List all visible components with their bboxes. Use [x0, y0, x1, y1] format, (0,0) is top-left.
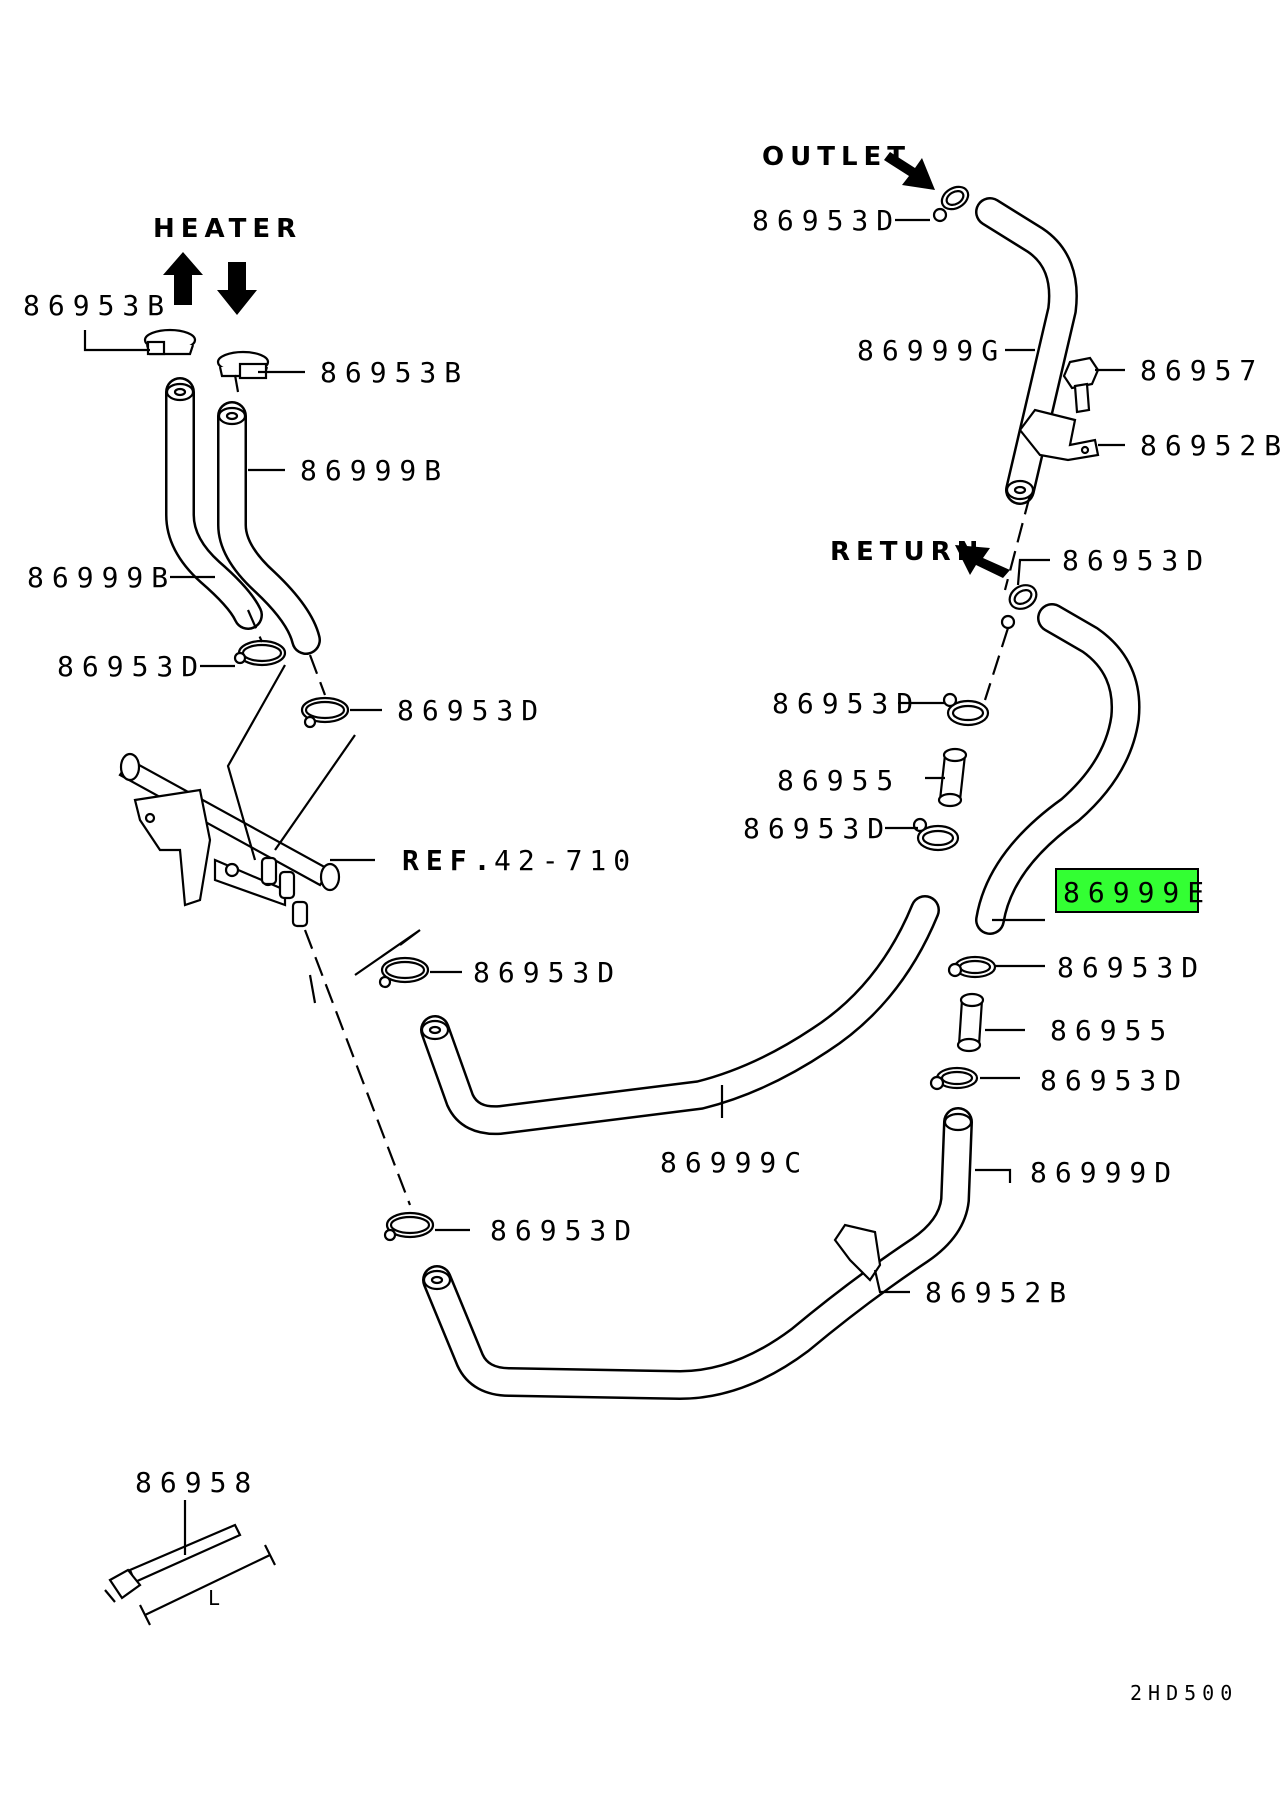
bracket-86952b-bottom[interactable] — [833, 1223, 882, 1282]
clamp-86953d-mid-left[interactable] — [300, 696, 350, 729]
label-86953d-right-upper: 86953D — [1057, 951, 1206, 984]
tie-strap-86958[interactable] — [104, 1523, 276, 1626]
label-86953d-outlet: 86953D — [752, 204, 901, 237]
clamp-86953b-right[interactable] — [216, 350, 270, 393]
label-length: L — [208, 1586, 226, 1610]
heater-label: HEATER — [153, 214, 302, 244]
ref-prefix: REF. — [402, 844, 497, 877]
label-86953d-right-lower: 86953D — [1040, 1064, 1189, 1097]
hose-86999e[interactable] — [975, 603, 1141, 935]
clamp-86953d-outlet[interactable] — [932, 182, 972, 223]
clamp-86953d-left[interactable] — [233, 639, 287, 667]
hose-86999c[interactable] — [420, 895, 940, 1136]
bolt-86957[interactable] — [1062, 356, 1100, 414]
joint-86955-upper[interactable] — [937, 747, 968, 808]
label-86953d-c-hose: 86953D — [473, 956, 622, 989]
label-86952b-bottom: 86952B — [925, 1276, 1074, 1309]
leader-lines — [83, 218, 1125, 1555]
arrow-outlet-icon — [884, 152, 935, 190]
label-86999d: 86999D — [1030, 1156, 1179, 1189]
hose-86999b-right[interactable] — [217, 401, 321, 655]
bracket-86952b-top[interactable] — [1018, 408, 1100, 462]
clamp-86953d-d-hose[interactable] — [383, 1211, 435, 1242]
clamp-86953d-right-lower[interactable] — [929, 1066, 979, 1091]
label-86999b-right: 86999B — [300, 454, 449, 487]
clamp-86953d-return[interactable] — [1000, 580, 1041, 630]
label-86953b-left: 86953B — [23, 289, 172, 322]
hose-86999g[interactable] — [975, 197, 1078, 505]
hose-86999d[interactable] — [422, 1107, 973, 1400]
clamp-86953d-right-upper[interactable] — [947, 955, 997, 979]
label-86957: 86957 — [1140, 354, 1264, 387]
outlet-label: OUTLET — [762, 142, 911, 172]
label-86953d-return: 86953D — [1062, 544, 1211, 577]
diagram-code: 2HD500 — [1130, 1681, 1238, 1705]
label-86953b-right: 86953B — [320, 356, 469, 389]
label-86953d-upper-mid: 86953D — [772, 687, 921, 720]
arrow-down-icon — [217, 262, 257, 315]
label-86952b-top: 86952B — [1140, 429, 1283, 462]
label-86955-upper: 86955 — [777, 764, 901, 797]
clamp-86953d-c-hose[interactable] — [378, 956, 430, 989]
highlight-box — [1055, 868, 1199, 913]
joint-86955-lower[interactable] — [956, 992, 985, 1053]
label-86953d-d-hose: 86953D — [490, 1214, 639, 1247]
hose-86999b-left[interactable] — [165, 377, 263, 630]
label-86958: 86958 — [135, 1466, 259, 1499]
label-86953d-left: 86953D — [57, 650, 206, 683]
ref-number: 42-710 — [494, 844, 637, 877]
clamp-86953d-upper-mid[interactable] — [942, 692, 990, 727]
label-86953d-mid-left: 86953D — [397, 694, 546, 727]
return-label: RETURN — [830, 537, 984, 567]
label-86999b-left: 86999B — [27, 561, 176, 594]
label-86999c: 86999C — [660, 1146, 809, 1179]
label-86953d-lower-mid: 86953D — [743, 812, 892, 845]
arrow-return-icon — [955, 545, 1010, 578]
clamp-86953d-lower-mid[interactable] — [912, 817, 960, 852]
connection-lines — [226, 494, 1032, 1206]
clamp-86953b-left[interactable] — [143, 328, 197, 356]
arrow-up-icon — [163, 252, 203, 305]
label-86999g: 86999G — [857, 334, 1006, 367]
label-86955-lower: 86955 — [1050, 1014, 1174, 1047]
label-86999e: 86999E — [1063, 876, 1212, 909]
heater-pipe-assembly — [118, 752, 341, 928]
